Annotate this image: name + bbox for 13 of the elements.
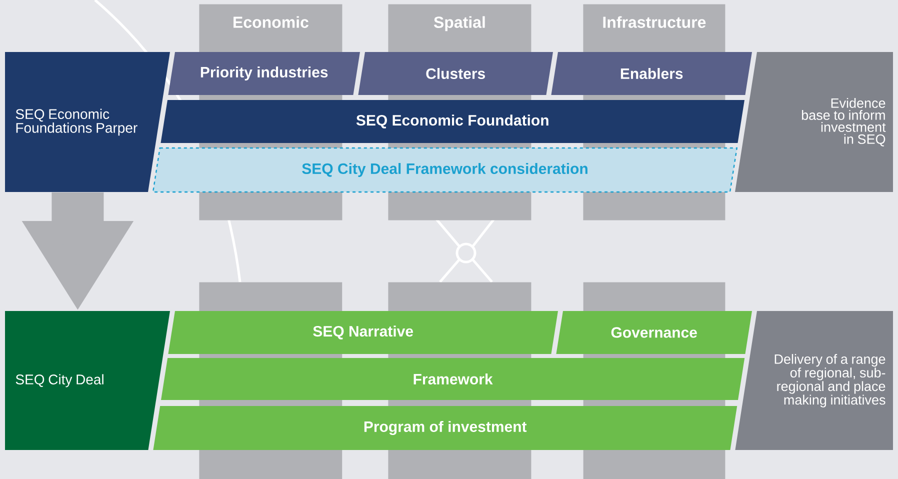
- outcome-box: Delivery of a range of regional, sub-regional and place making initiatives: [735, 311, 893, 450]
- component-band: Framework: [161, 358, 745, 400]
- category-band: Clusters: [358, 52, 553, 95]
- foundation-band: SEQ Economic Foundation: [160, 100, 744, 143]
- component-band: SEQ Narrative: [168, 311, 558, 354]
- component-band: Program of investment: [153, 406, 738, 450]
- component-band: Governance: [556, 311, 752, 354]
- consideration-band: SEQ City Deal Framework consideration: [152, 147, 738, 193]
- outcome-box: Evidence base to inform investment in SEQ: [735, 52, 893, 192]
- category-band: Priority industries: [168, 52, 360, 95]
- stage-box: SEQ Economic Foundations Parper: [5, 52, 170, 192]
- category-band: Enablers: [551, 52, 752, 95]
- stage-box: SEQ City Deal: [5, 311, 170, 450]
